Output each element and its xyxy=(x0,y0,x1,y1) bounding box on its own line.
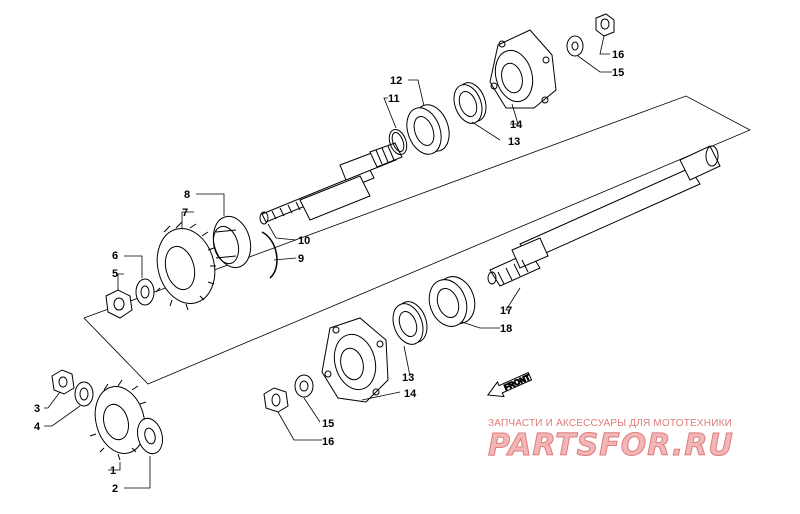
nut-16-lower xyxy=(263,387,289,413)
callout-9: 9 xyxy=(298,253,304,265)
callout-1: 1 xyxy=(110,465,116,477)
washer-6 xyxy=(135,278,155,306)
nut-16-upper xyxy=(595,13,615,37)
callout-17: 17 xyxy=(500,305,512,317)
callout-8: 8 xyxy=(184,189,190,201)
nut-5 xyxy=(105,289,133,319)
hub-14-upper xyxy=(489,29,557,109)
callout-11: 11 xyxy=(388,93,400,105)
hub-14-lower xyxy=(321,317,389,403)
callout-15-lower: 15 xyxy=(322,418,334,430)
callout-5: 5 xyxy=(112,268,118,280)
washer-2 xyxy=(137,417,163,455)
callout-15-upper: 15 xyxy=(612,67,624,79)
leader-lines xyxy=(44,35,612,489)
nut-3 xyxy=(51,369,75,395)
callout-16-lower: 16 xyxy=(322,436,334,448)
callout-13-lower: 13 xyxy=(402,372,414,384)
bearing-8 xyxy=(212,215,252,269)
callout-3: 3 xyxy=(34,403,40,415)
shaft-upper xyxy=(259,142,403,225)
washer-15-lower xyxy=(294,374,314,398)
callout-6: 6 xyxy=(112,250,118,262)
callout-4: 4 xyxy=(34,421,41,433)
bearing-18 xyxy=(428,276,476,327)
watermark-subtitle: ЗАПЧАСТИ И АКСЕССУАРЫ ДЛЯ МОТОТЕХНИКИ xyxy=(488,418,733,429)
callout-labels: 1 2 3 4 5 6 7 8 9 10 11 12 13 14 15 16 1… xyxy=(34,49,624,495)
callout-2: 2 xyxy=(112,483,118,495)
snap-ring-11 xyxy=(388,128,408,156)
front-arrow-label: FRONT xyxy=(503,373,532,392)
bearing-12 xyxy=(406,104,450,155)
front-arrow: FRONT xyxy=(486,371,533,398)
watermark-logo: PARTSFOR.RU xyxy=(488,428,734,464)
washer-15-upper xyxy=(566,35,584,57)
callout-16-upper: 16 xyxy=(612,49,624,61)
callout-13-upper: 13 xyxy=(508,136,520,148)
bevel-gear-7 xyxy=(155,221,216,311)
bevel-gear-1 xyxy=(89,379,148,461)
callout-12: 12 xyxy=(390,75,402,87)
callout-10: 10 xyxy=(298,235,310,247)
callout-14-lower: 14 xyxy=(404,388,417,400)
callout-14-upper: 14 xyxy=(510,119,523,131)
subassembly-boundary xyxy=(83,95,751,385)
seal-13-lower xyxy=(392,301,428,345)
washer-4 xyxy=(74,381,94,407)
shaft-lower xyxy=(487,145,721,287)
callout-7: 7 xyxy=(182,207,188,219)
snap-ring-9 xyxy=(261,231,278,279)
seal-13-upper xyxy=(453,82,487,124)
callout-18: 18 xyxy=(500,323,512,335)
